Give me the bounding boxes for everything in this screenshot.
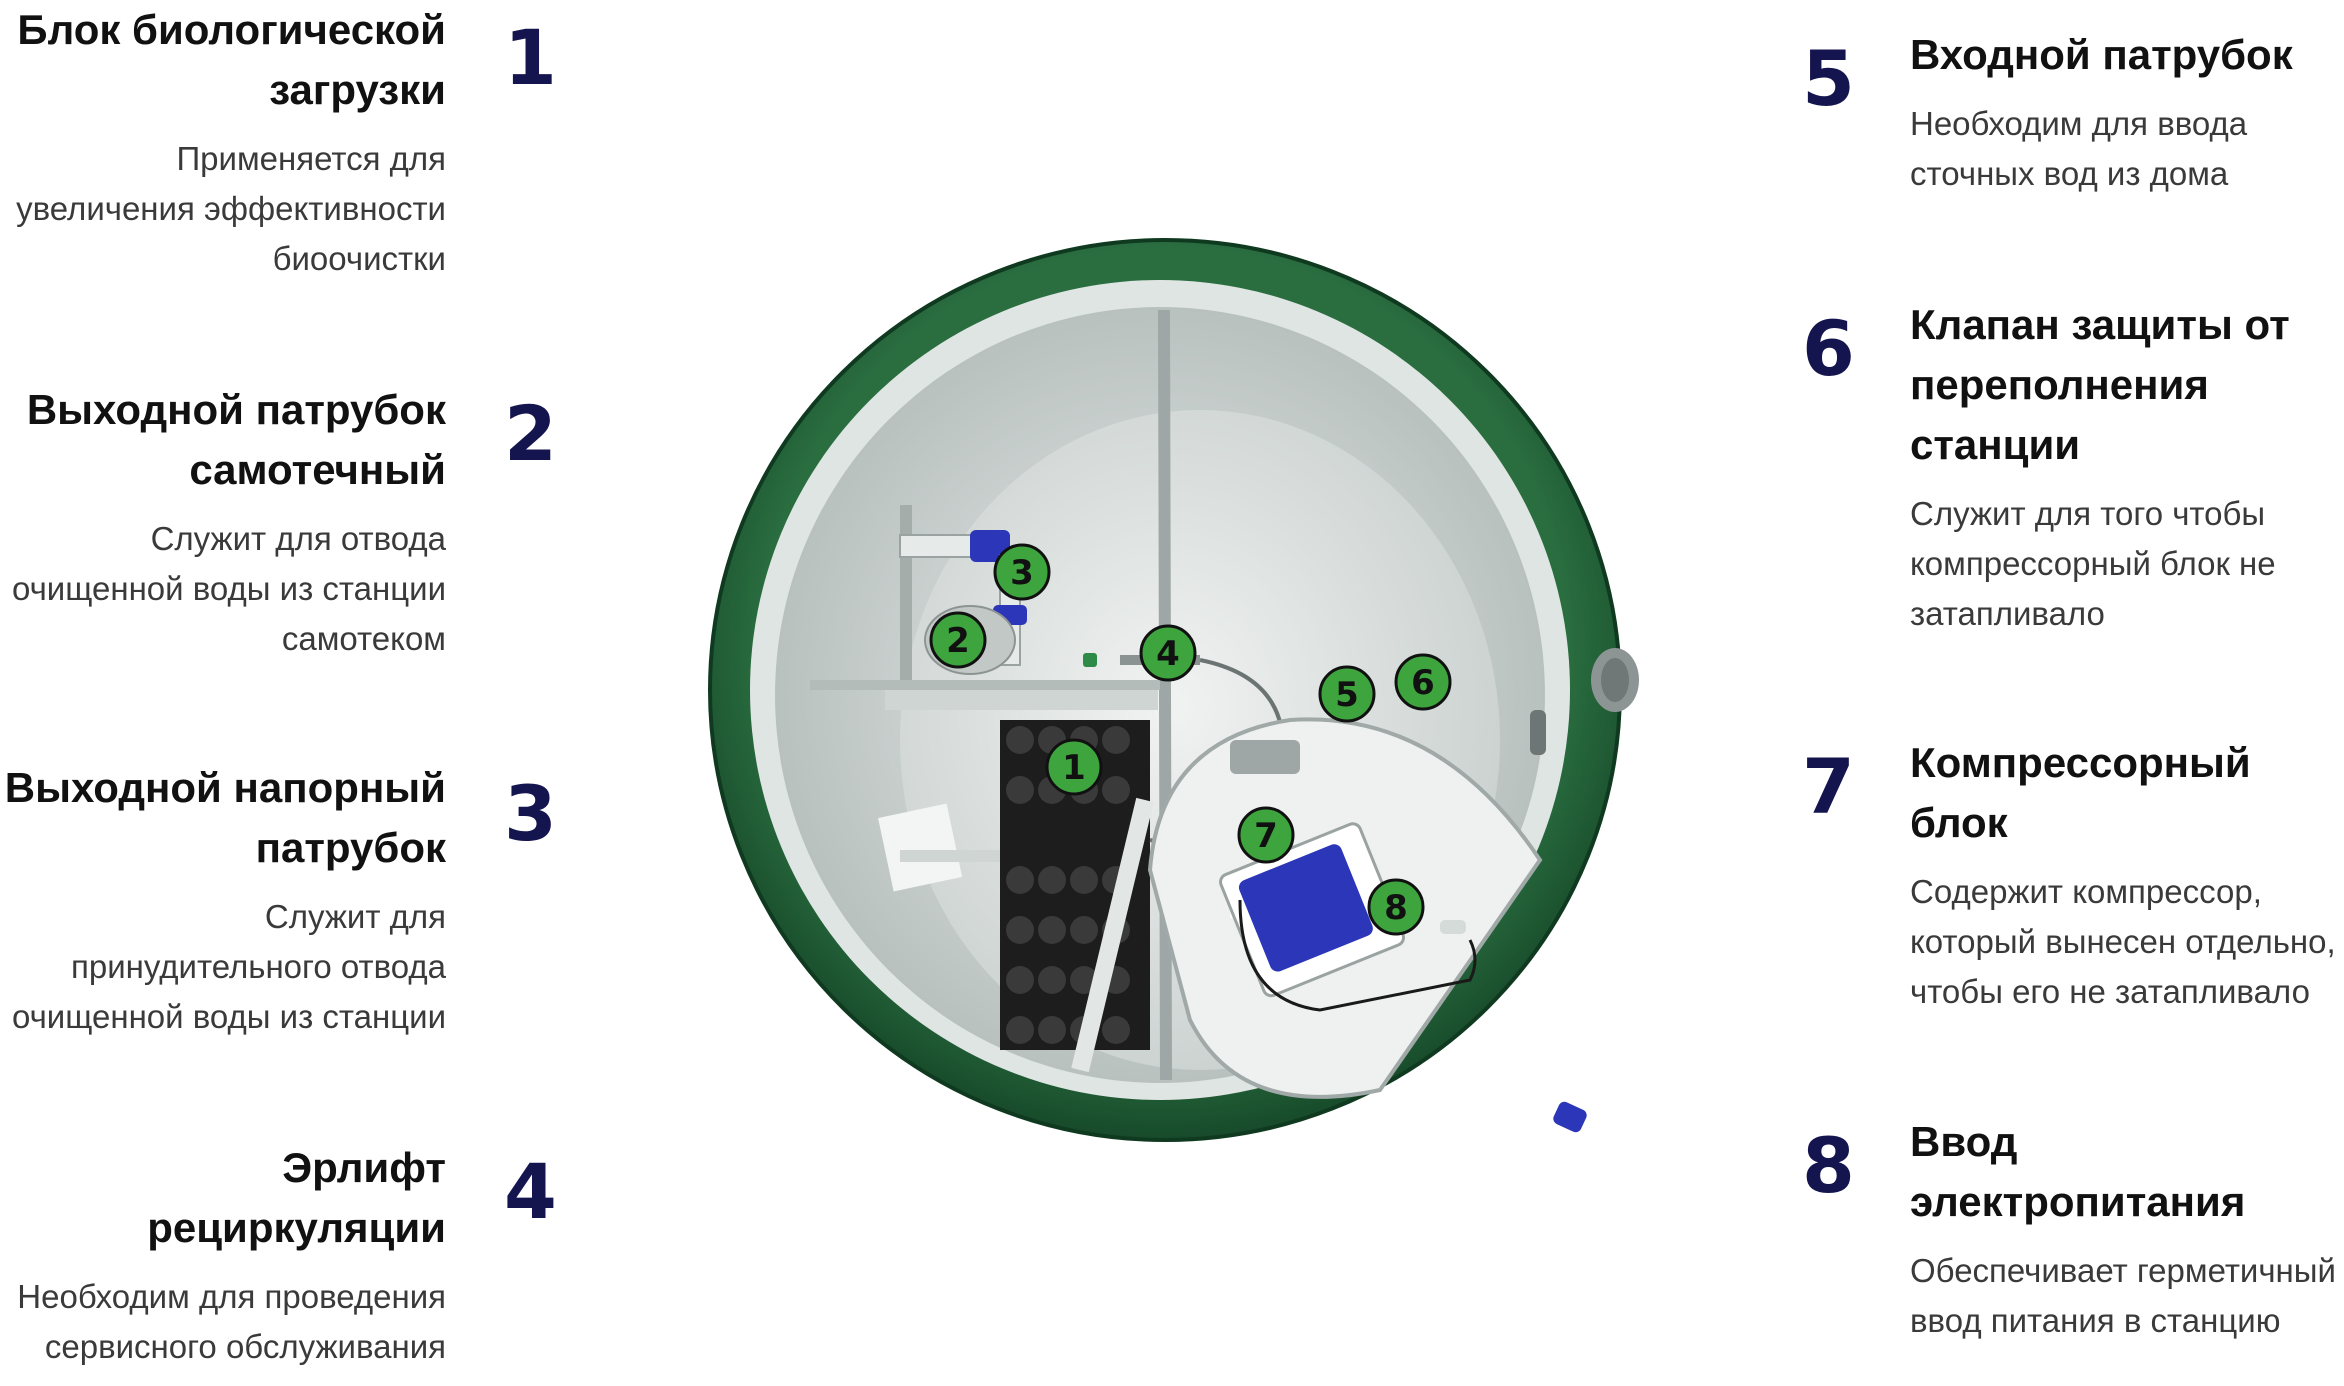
diagram-marker-4: 4	[1139, 624, 1197, 682]
legend-title-3: Выходной напорный патрубок	[4, 764, 446, 871]
inlet-pipe	[1530, 648, 1639, 1133]
legend-desc-5: Необходим для ввода сточных вод из дома	[1910, 105, 2248, 192]
diagram-marker-8: 8	[1367, 878, 1425, 936]
legend-number-4: 4	[504, 1147, 557, 1236]
diagram-marker-label-4: 4	[1156, 634, 1180, 674]
legend-number-2: 2	[504, 389, 557, 478]
legend-desc-7: Содержит компрессор, который вынесен отд…	[1910, 873, 2336, 1010]
diagram-marker-5: 5	[1318, 665, 1376, 723]
legend-number-5: 5	[1802, 34, 1855, 123]
legend-desc-3: Служит для принудительного отвода очищен…	[11, 898, 446, 1035]
diagram-marker-1: 1	[1045, 738, 1103, 796]
diagram-marker-label-7: 7	[1254, 816, 1278, 856]
diagram-marker-label-6: 6	[1411, 663, 1435, 703]
legend-title-4: Эрлифт рециркуляции	[147, 1144, 446, 1251]
diagram-marker-label-2: 2	[946, 621, 970, 661]
legend-title-1: Блок биологической загрузки	[17, 6, 446, 113]
diagram-marker-7: 7	[1237, 806, 1295, 864]
legend-title-5: Входной патрубок	[1910, 31, 2293, 78]
legend-desc-2: Служит для отвода очищенной воды из стан…	[11, 520, 446, 657]
diagram-marker-3: 3	[993, 543, 1051, 601]
diagram-marker-label-8: 8	[1384, 888, 1408, 928]
legend-title-2: Выходной патрубок самотечный	[26, 386, 446, 493]
legend-item-5: 5 Входной патрубок Необходим для ввода с…	[1802, 25, 2340, 199]
diagram-marker-2: 2	[929, 611, 987, 669]
legend-item-6: 6 Клапан защиты от переполнения станции …	[1802, 295, 2340, 639]
legend-item-2: 2 Выходной патрубок самотечный Служит дл…	[0, 380, 557, 664]
legend-title-7: Компрессорный блок	[1910, 739, 2251, 846]
legend-number-1: 1	[504, 13, 557, 102]
diagram-marker-label-1: 1	[1062, 748, 1086, 788]
legend-item-7: 7 Компрессорный блок Содержит компрессор…	[1802, 733, 2340, 1017]
legend-number-8: 8	[1802, 1121, 1855, 1210]
legend-desc-1: Применяется для увеличения эффективности…	[16, 140, 446, 277]
legend-item-8: 8 Ввод электропитания Обеспечивает герме…	[1802, 1112, 2340, 1346]
legend-number-6: 6	[1802, 304, 1855, 393]
legend-number-7: 7	[1802, 742, 1855, 831]
septic-tank-diagram: 1 2 3 4 5 6 7 8	[708, 238, 1639, 1142]
legend-item-3: 3 Выходной напорный патрубок Служит для …	[0, 758, 557, 1042]
legend-title-6: Клапан защиты от переполнения станции	[1910, 301, 2290, 468]
legend-number-3: 3	[504, 769, 557, 858]
diagram-marker-label-5: 5	[1335, 675, 1359, 715]
diagram-marker-label-3: 3	[1010, 553, 1034, 593]
legend-title-8: Ввод электропитания	[1910, 1118, 2246, 1225]
legend-item-4: 4 Эрлифт рециркуляции Необходим для пров…	[0, 1138, 557, 1372]
legend-item-1: 1 Блок биологической загрузки Применяетс…	[0, 0, 557, 284]
diagram-marker-6: 6	[1394, 653, 1452, 711]
legend-desc-6: Служит для того чтобы компрессорный блок…	[1910, 495, 2276, 632]
legend-desc-8: Обеспечивает герметичный ввод питания в …	[1910, 1252, 2336, 1339]
legend-desc-4: Необходим для проведения сервисного обсл…	[17, 1278, 446, 1365]
